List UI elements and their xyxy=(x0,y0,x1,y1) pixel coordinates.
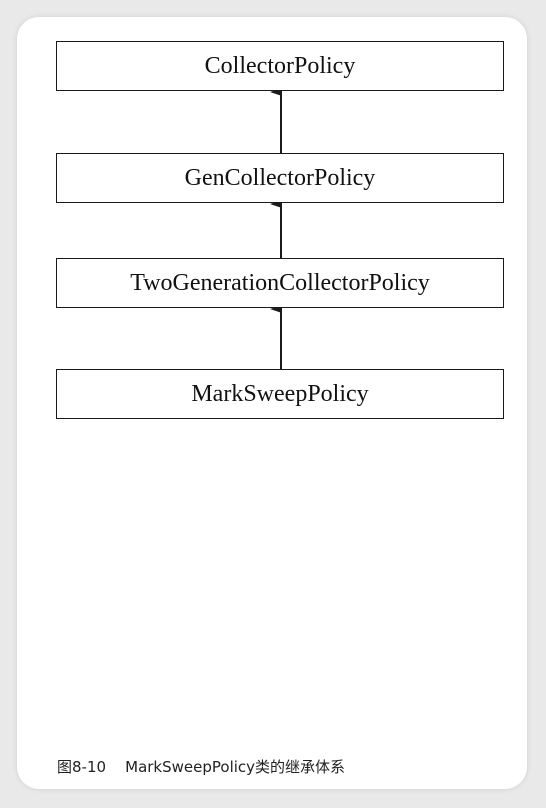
figure-caption-text: MarkSweepPolicy类的继承体系 xyxy=(125,758,346,776)
class-box-gen-collector-policy: GenCollectorPolicy xyxy=(56,153,504,203)
class-box-two-generation-collector-policy: TwoGenerationCollectorPolicy xyxy=(56,258,504,308)
figure-caption: 图8-10 MarkSweepPolicy类的继承体系 xyxy=(57,756,345,777)
class-label: GenCollectorPolicy xyxy=(184,164,376,191)
class-box-collector-policy: CollectorPolicy xyxy=(56,41,504,91)
class-label: CollectorPolicy xyxy=(204,52,356,79)
figure-number: 图8-10 xyxy=(57,758,107,776)
class-box-mark-sweep-policy: MarkSweepPolicy xyxy=(56,369,504,419)
class-label: MarkSweepPolicy xyxy=(191,380,369,407)
class-label: TwoGenerationCollectorPolicy xyxy=(130,269,430,296)
